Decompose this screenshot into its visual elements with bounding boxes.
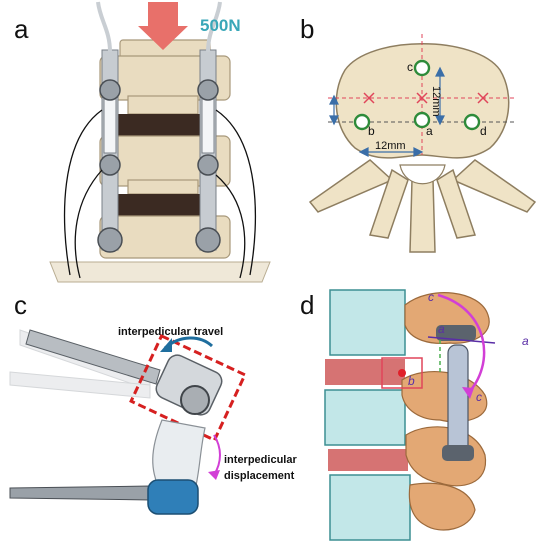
spinal-canal	[399, 164, 446, 185]
marker-c-top: c	[428, 290, 434, 304]
panel-a-illustration	[49, 1, 271, 283]
tubes	[96, 1, 222, 53]
rod-cap-top	[436, 325, 476, 341]
lower-connector	[147, 479, 199, 515]
screw-head-socket	[180, 385, 210, 415]
instrumentation-rod	[447, 344, 469, 461]
load-arrow	[138, 2, 188, 50]
travel-arrow	[164, 336, 214, 350]
point-a-marker	[413, 111, 431, 129]
discs	[325, 359, 408, 471]
highlight-point	[398, 369, 406, 377]
point-c-marker	[413, 59, 431, 77]
force-label: 500N	[200, 16, 241, 35]
point-b-label: b	[368, 124, 375, 138]
left-rod	[101, 49, 119, 251]
screw-heads	[97, 79, 221, 253]
marker-c-bottom: c	[476, 390, 482, 404]
disc-lower	[118, 194, 210, 216]
dim-horizontal-label: 12mm	[375, 140, 406, 152]
sensor-wires	[63, 109, 256, 279]
selection-box	[129, 333, 247, 443]
vertebra-middle	[99, 135, 231, 195]
panel-b-label: b	[300, 14, 315, 44]
displacement-arrow	[213, 434, 221, 476]
panel-d-illustration	[324, 289, 496, 541]
marker-b: b	[408, 374, 415, 388]
rod-cap-bottom	[442, 445, 474, 461]
dimension-lines	[329, 66, 445, 157]
posterior-processes	[308, 159, 537, 253]
lower-screw	[9, 485, 151, 501]
point-c-label: c	[407, 60, 413, 74]
crosses	[363, 92, 489, 104]
point-a-label: a	[426, 124, 433, 138]
point-markers	[353, 59, 481, 131]
upper-screw	[25, 329, 161, 385]
panel-c-label: c	[14, 290, 27, 320]
panel-d-label: d	[300, 290, 315, 320]
motion-arc	[437, 293, 486, 394]
displacement-label-line2: displacement	[224, 470, 295, 482]
marker-a-right: a	[522, 334, 529, 348]
dim-vertical-label: 12mm	[430, 86, 442, 117]
marker-a-upper: a	[438, 322, 445, 336]
vertebral-bodies	[324, 289, 411, 541]
highlight-box	[381, 357, 423, 389]
base-plate	[49, 261, 271, 283]
displacement-label-line1: interpedicular	[224, 454, 297, 466]
right-rod	[199, 49, 217, 251]
point-d-label: d	[480, 124, 487, 138]
panel-b-illustration	[308, 34, 537, 253]
point-b-marker	[353, 113, 371, 131]
disc-upper	[118, 114, 210, 136]
panel-a-label: a	[14, 14, 29, 44]
travel-label: interpedicular travel	[118, 326, 224, 338]
point-d-marker	[463, 113, 481, 131]
panel-c-illustration	[9, 329, 247, 515]
